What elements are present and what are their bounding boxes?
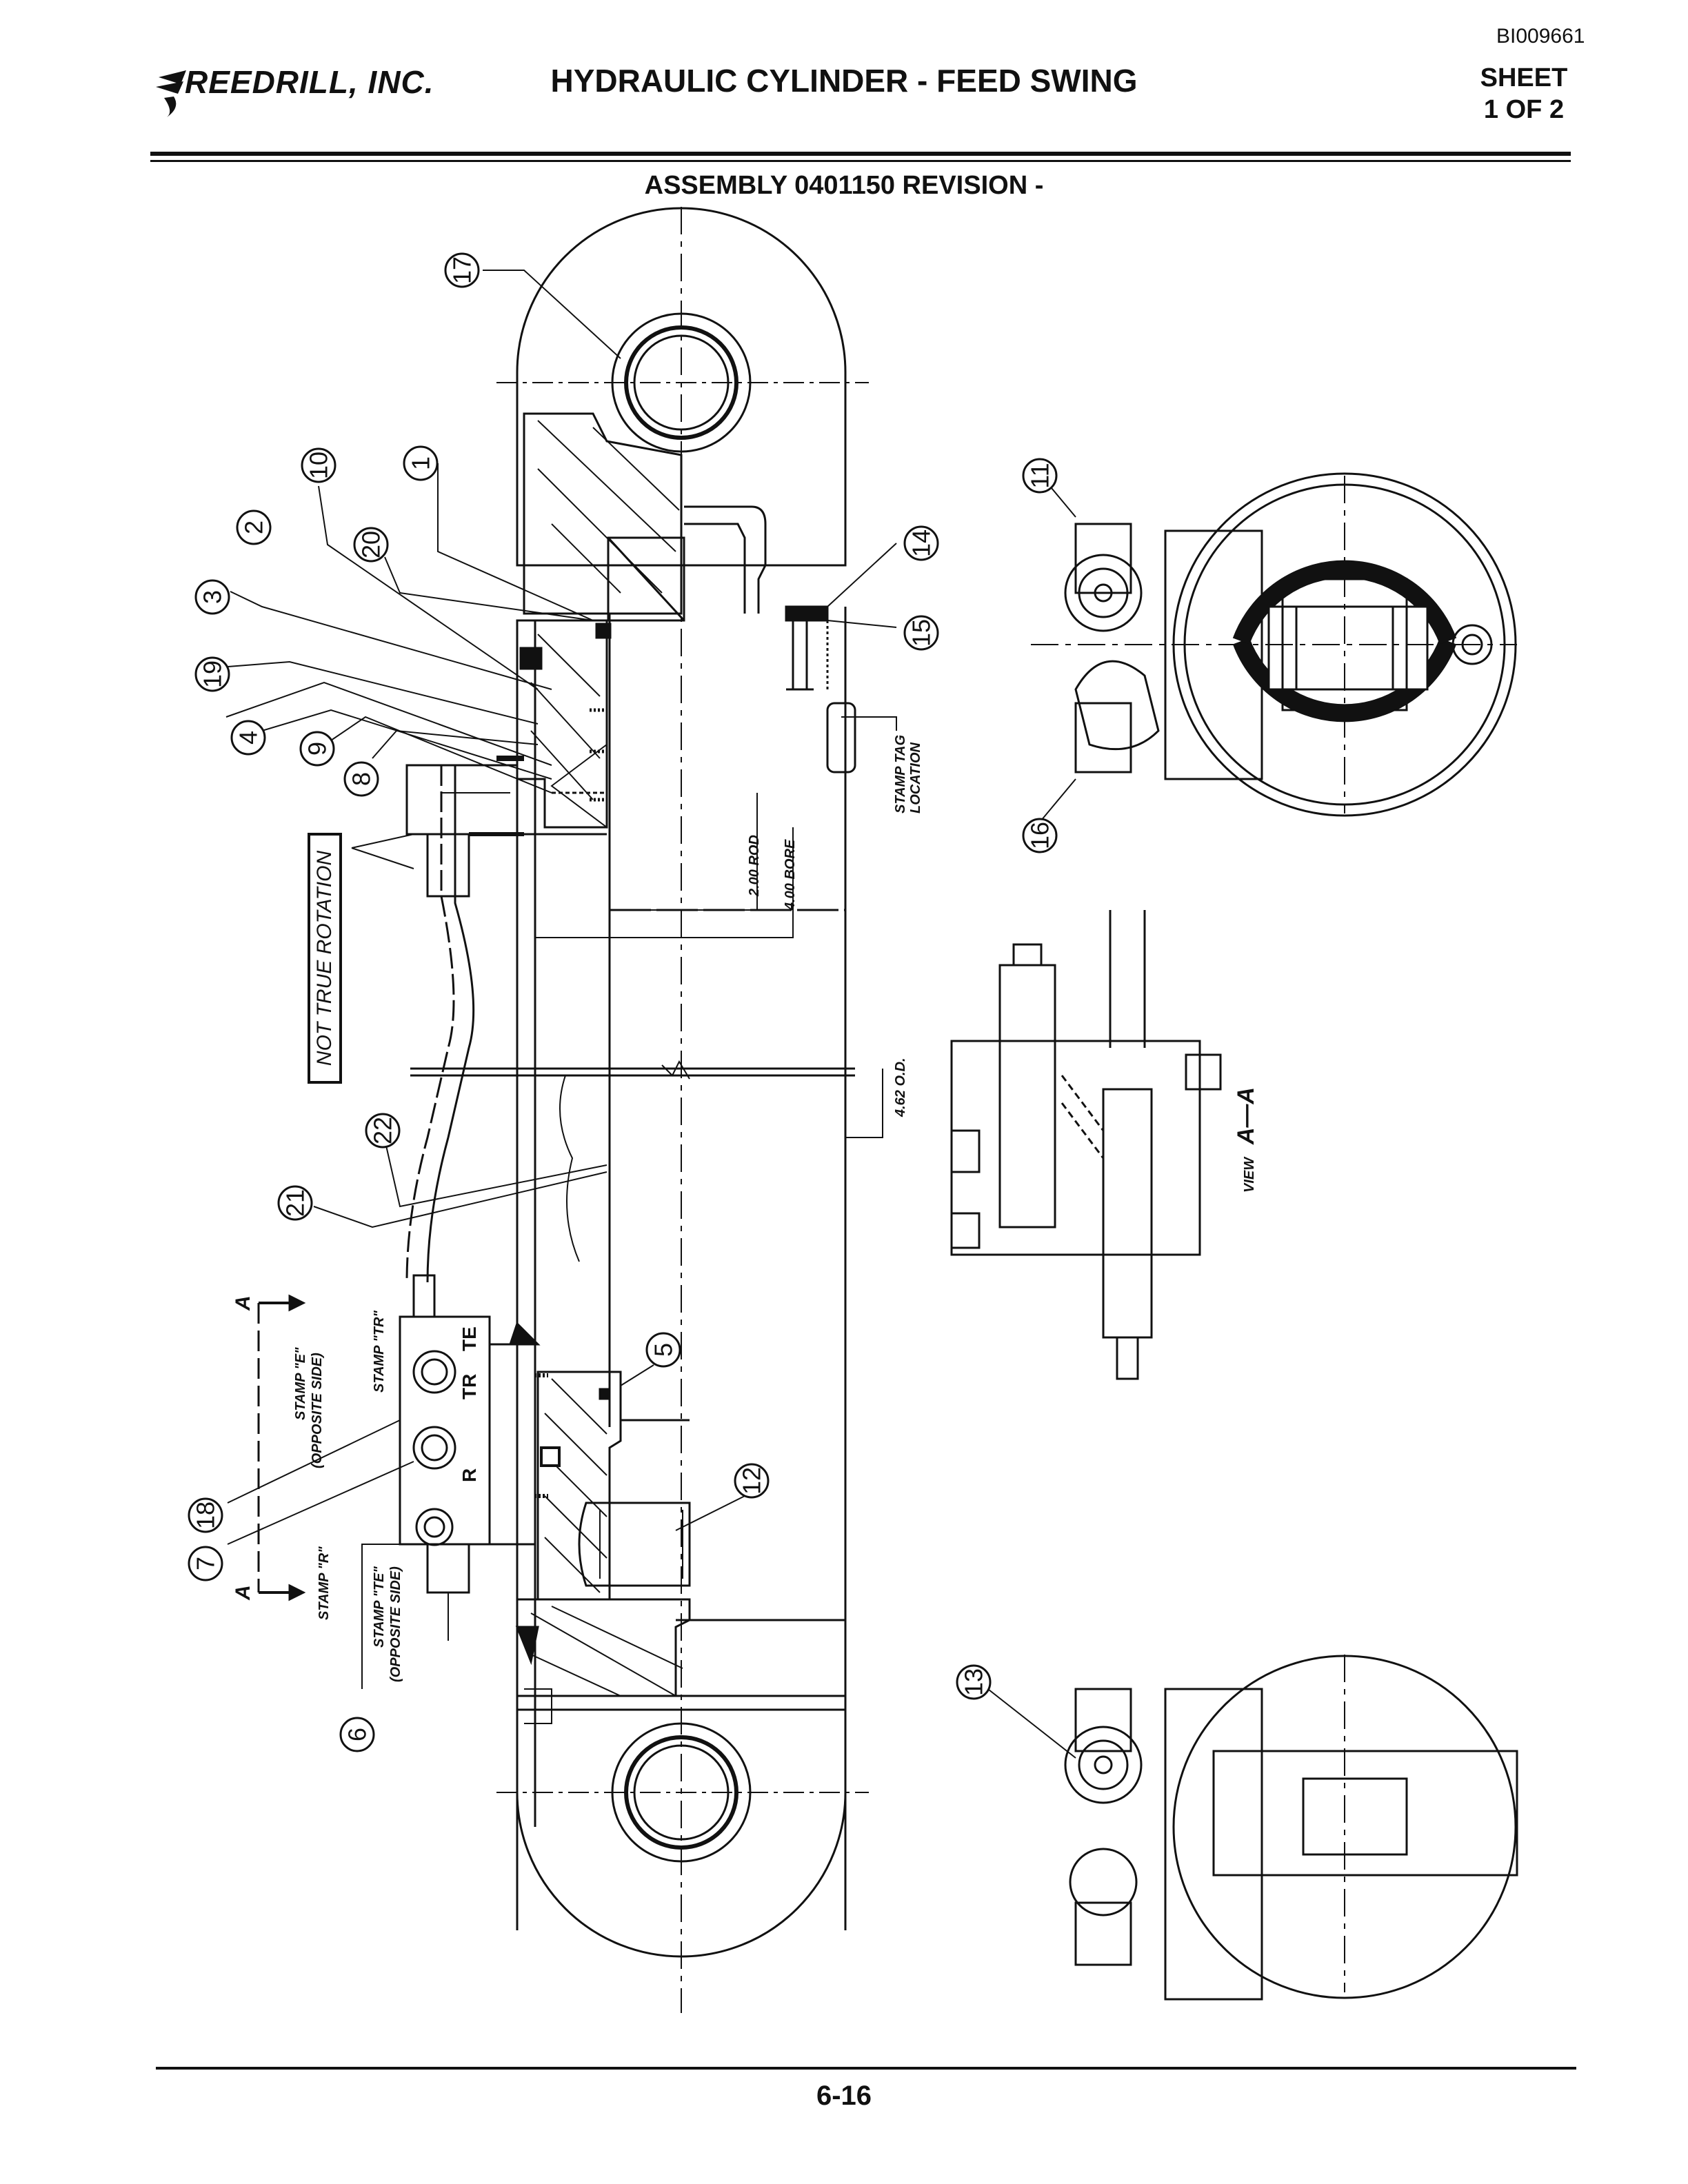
- callout-8: [343, 761, 379, 797]
- stamp-te-opposite: (OPPOSITE SIDE): [388, 1566, 403, 1682]
- stamp-tag-note: STAMP TAG: [893, 735, 908, 813]
- callout-10-label: 10: [305, 452, 333, 479]
- view-section-label: A—A: [1233, 1087, 1259, 1145]
- callout-2-label: 2: [240, 520, 268, 534]
- callout-8-label: 8: [348, 772, 376, 786]
- sheet-label: SHEET: [1480, 63, 1568, 92]
- callout-19-label: 19: [199, 660, 227, 688]
- callout-15: [903, 615, 939, 651]
- document-id: BI009661: [1496, 25, 1585, 48]
- callout-16-label: 16: [1026, 822, 1054, 849]
- drill-logo-icon: [156, 70, 186, 117]
- callout-17: [444, 252, 480, 288]
- company-logo: [153, 63, 456, 139]
- valve-te-label: TE: [459, 1326, 480, 1351]
- callout-1: [403, 445, 439, 481]
- stamp-e-opposite: (OPPOSITE SIDE): [310, 1353, 325, 1468]
- callout-4: [230, 720, 266, 756]
- company-name: REEDRILL, INC.: [185, 64, 434, 100]
- valve-tr-label: TR: [459, 1374, 480, 1399]
- callout-10: [301, 447, 336, 483]
- sheet-number: 1 OF 2: [1483, 95, 1565, 124]
- callout-15-label: 15: [907, 619, 936, 647]
- stamp-r-note: STAMP "R": [316, 1546, 332, 1620]
- callout-22: [365, 1113, 401, 1149]
- callout-13-label: 13: [960, 1668, 988, 1696]
- header-rule: [150, 152, 1571, 156]
- callout-13: [956, 1664, 992, 1700]
- stamp-e-note: STAMP "E": [293, 1347, 308, 1420]
- callout-20-label: 20: [357, 531, 385, 558]
- valve-r-label: R: [459, 1468, 480, 1482]
- callout-6-label: 6: [343, 1728, 372, 1741]
- view-label: VIEW: [1242, 1156, 1257, 1193]
- section-marker-top: A: [232, 1295, 254, 1311]
- od-dimension: 4.62 O.D.: [893, 1058, 908, 1118]
- not-true-rotation-note: NOT TRUE ROTATION: [313, 851, 336, 1066]
- page-number: 6-16: [816, 2081, 872, 2111]
- callout-18-label: 18: [192, 1502, 220, 1529]
- callout-1-label: 1: [407, 456, 435, 470]
- callout-11-label: 11: [1026, 463, 1054, 488]
- callout-16: [1022, 818, 1058, 853]
- callout-9-label: 9: [303, 742, 332, 756]
- callout-11: [1022, 458, 1058, 494]
- callout-22-label: 22: [369, 1117, 397, 1144]
- callout-3-label: 3: [199, 590, 227, 604]
- stamp-tag-location: LOCATION: [908, 742, 923, 813]
- rod-dimension: 2.00 ROD: [747, 835, 762, 897]
- callout-21-label: 21: [281, 1189, 310, 1217]
- callout-19: [194, 656, 230, 692]
- callout-2: [236, 509, 272, 545]
- callout-4-label: 4: [234, 731, 263, 745]
- callout-14: [903, 525, 939, 561]
- callout-12: [734, 1463, 770, 1499]
- header-rule-thin: [150, 160, 1571, 162]
- section-marker-bottom: A: [232, 1585, 254, 1601]
- callout-7-label: 7: [192, 1557, 220, 1570]
- callout-7: [188, 1546, 223, 1581]
- callout-3: [194, 579, 230, 615]
- bore-dimension: 4.00 BORE: [783, 839, 798, 911]
- callout-5: [645, 1332, 681, 1368]
- callout-18: [188, 1497, 223, 1533]
- page-title: HYDRAULIC CYLINDER - FEED SWING: [550, 63, 1138, 99]
- callout-9: [299, 731, 335, 767]
- callout-20: [353, 527, 389, 563]
- stamp-te-note: STAMP "TE": [372, 1566, 387, 1648]
- footer-rule: [156, 2067, 1576, 2070]
- callout-21: [277, 1185, 313, 1221]
- assembly-subtitle: ASSEMBLY 0401150 REVISION -: [644, 171, 1044, 200]
- callout-5-label: 5: [650, 1343, 678, 1357]
- callout-6: [339, 1717, 375, 1752]
- callout-14-label: 14: [907, 529, 936, 557]
- stamp-tr-note: STAMP "TR": [372, 1311, 387, 1393]
- callout-12-label: 12: [738, 1467, 766, 1495]
- callout-17-label: 17: [448, 256, 476, 284]
